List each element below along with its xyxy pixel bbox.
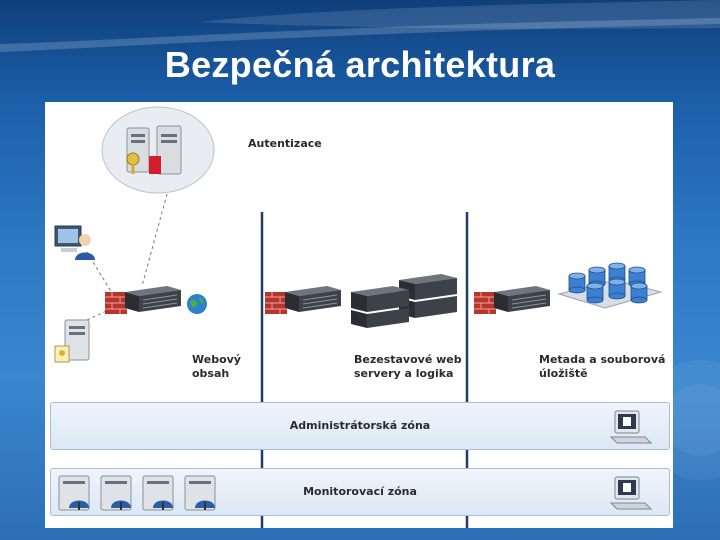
auth-connection [141, 193, 168, 287]
rack-server-icon [125, 286, 181, 312]
monitoring-server-icon [58, 475, 216, 511]
admin-computer-icon [609, 410, 653, 444]
firewall-icon [265, 292, 287, 314]
architecture-diagram: Autentizace Webový obsah [45, 102, 673, 528]
stateless-servers-label: Bezestavové web servery a logika [354, 353, 462, 380]
key-icon [126, 152, 140, 174]
web-content-label: Webový obsah [192, 353, 241, 380]
database-icon [557, 262, 663, 309]
rack-server-icon [494, 286, 550, 312]
firewall-icon [105, 292, 127, 314]
metadata-storage-label: Metada a souborová úložiště [539, 353, 666, 380]
globe-icon [187, 294, 207, 314]
monitoring-zone: Monitorovací zóna [50, 468, 670, 516]
admin-zone-label: Administrátorská zóna [289, 419, 431, 432]
client-server-icon [54, 319, 90, 363]
rack-server-icon [285, 286, 341, 312]
user-workstation-icon [54, 225, 95, 260]
web-server-cluster-icon [351, 274, 457, 328]
auth-label: Autentizace [248, 137, 322, 150]
admin-zone: Administrátorská zóna [50, 402, 670, 450]
slide-title: Bezpečná architektura [164, 44, 556, 85]
firewall-icon [474, 292, 496, 314]
monitoring-zone-label: Monitorovací zóna [303, 485, 417, 498]
monitoring-computer-icon [609, 476, 653, 510]
